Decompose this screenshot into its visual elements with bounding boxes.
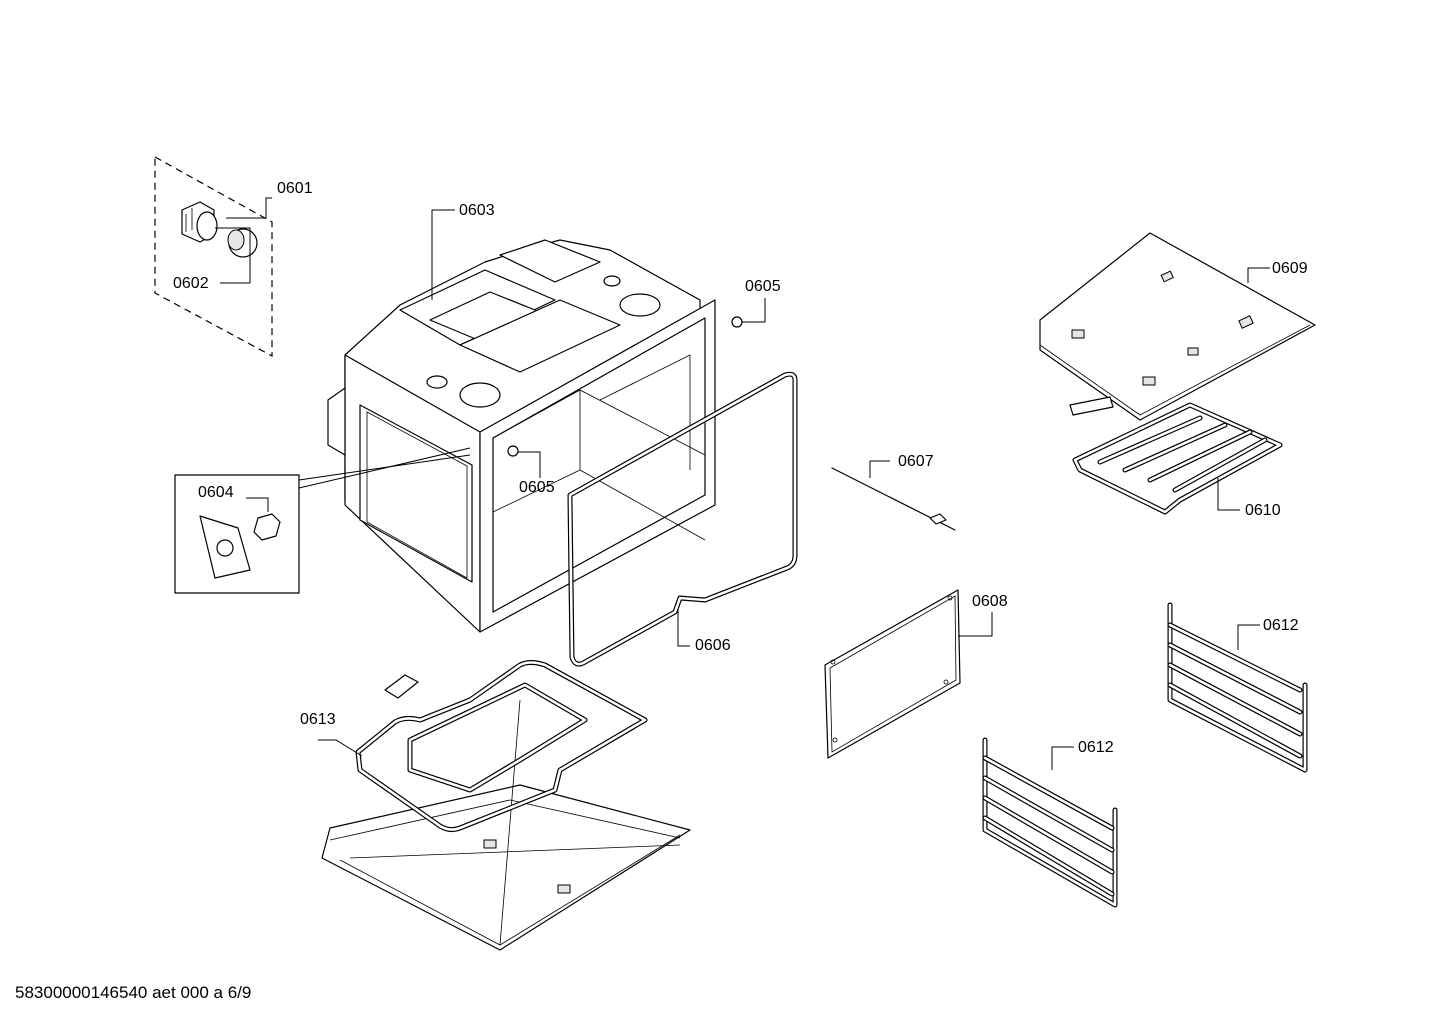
upper-heater xyxy=(1069,396,1283,515)
part-label-0602: 0602 xyxy=(173,275,209,292)
part-label-0604: 0604 xyxy=(198,484,234,501)
part-label-0603: 0603 xyxy=(459,202,495,219)
top-cover-plate xyxy=(1039,232,1316,421)
part-label-0605-right: 0605 xyxy=(745,278,781,295)
part-label-0601: 0601 xyxy=(277,180,313,197)
part-label-0606: 0606 xyxy=(695,637,731,654)
oven-cavity xyxy=(327,239,743,633)
part-label-0605-left: 0605 xyxy=(519,479,555,496)
rear-panel xyxy=(824,589,993,759)
part-label-0612-right: 0612 xyxy=(1263,617,1299,634)
part-label-0610: 0610 xyxy=(1245,502,1281,519)
temperature-sensor xyxy=(831,460,956,531)
door-seal xyxy=(567,371,798,667)
lower-heater xyxy=(318,660,691,951)
part-label-0612-left: 0612 xyxy=(1078,739,1114,756)
light-cover-inset xyxy=(174,447,471,594)
lamp-assembly xyxy=(154,156,273,358)
part-label-0609: 0609 xyxy=(1272,260,1308,277)
part-label-0608: 0608 xyxy=(972,593,1008,610)
part-label-0607: 0607 xyxy=(898,453,934,470)
side-rack-right xyxy=(1167,602,1308,773)
part-label-0613: 0613 xyxy=(300,711,336,728)
document-reference: 58300000146540 aet 000 a 6/9 xyxy=(15,983,252,1002)
side-rack-left xyxy=(982,737,1118,908)
